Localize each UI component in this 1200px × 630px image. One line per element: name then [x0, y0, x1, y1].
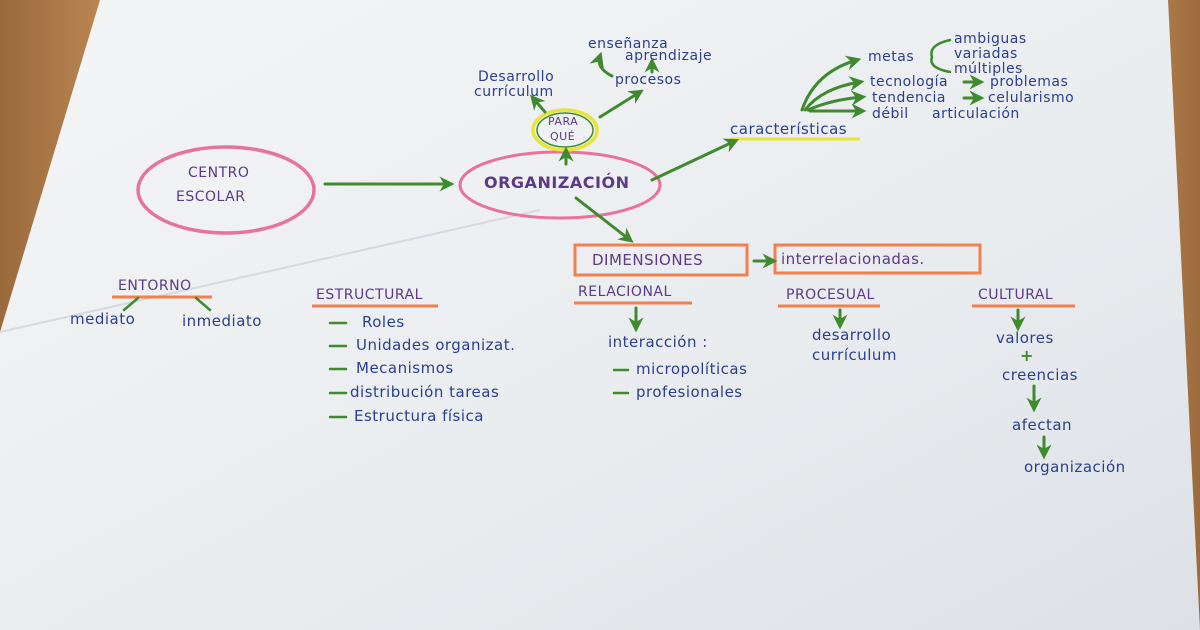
procesual-line1: desarrollo	[812, 326, 892, 344]
estructural-item-1: Roles	[362, 313, 405, 331]
arrow-paraque-to-procesos	[598, 89, 644, 119]
ambiguas-label: ambiguas	[954, 31, 1027, 47]
tecnologia-label: tecnología	[870, 74, 949, 90]
metas-label: metas	[868, 49, 915, 65]
estructural-item-3: Mecanismos	[356, 359, 454, 377]
aprendizaje-label: aprendizaje	[625, 48, 713, 64]
organizacion-label: ORGANIZACIÓN	[484, 173, 630, 192]
estructural-item-2: Unidades organizat.	[356, 336, 516, 354]
paper-fold	[0, 209, 541, 333]
celularismo-label: celularismo	[988, 90, 1075, 106]
cultural-creencias: creencias	[1002, 366, 1078, 384]
entorno-mediato: mediato	[70, 310, 136, 328]
caracteristicas-label: características	[730, 120, 848, 138]
interrelacionadas-label: interrelacionadas.	[781, 250, 925, 268]
estructural-item-5: Estructura física	[354, 407, 484, 425]
ensenanza-label: enseñanza	[588, 36, 669, 52]
centro-escolar-oval	[136, 145, 316, 235]
procesos-label: procesos	[615, 72, 682, 88]
estructural-title: ESTRUCTURAL	[316, 287, 423, 303]
arrow-paraque-to-desarrollo	[530, 94, 547, 114]
procesual-title: PROCESUAL	[786, 287, 875, 303]
multiples-label: múltiples	[954, 61, 1023, 77]
estructural-item-4: distribución tareas	[350, 383, 500, 401]
cultural-afectan: afectan	[1012, 416, 1073, 434]
escolar-label: ESCOLAR	[176, 189, 246, 205]
problemas-label: problemas	[990, 74, 1069, 90]
centro-label: CENTRO	[188, 165, 250, 181]
relacional-lead: interacción :	[608, 333, 708, 351]
arrow-organizacion-to-caracteristicas	[650, 138, 740, 182]
cultural-plus: +	[1020, 346, 1034, 365]
entorno-branch-right	[194, 296, 212, 312]
cultural-valores: valores	[996, 329, 1054, 347]
metas-brace	[930, 38, 952, 74]
relacional-item-2: profesionales	[636, 383, 743, 401]
dimensiones-label: DIMENSIONES	[592, 251, 704, 269]
para-label: PARA	[548, 115, 579, 128]
articulacion-label: articulación	[932, 106, 1020, 122]
variadas-label: variadas	[954, 46, 1018, 62]
arrow-caract-to-tecnologia	[803, 76, 865, 112]
tendencia-label: tendencia	[872, 90, 947, 106]
que-label: QUÉ	[550, 130, 576, 143]
desarrollo-label: Desarrollo	[478, 69, 555, 85]
entorno-title: ENTORNO	[118, 278, 192, 294]
debil-label: débil	[872, 106, 909, 122]
entorno-branch-left	[122, 296, 140, 312]
procesual-line2: currículum	[812, 346, 898, 364]
arrow-organizacion-to-dimensiones	[574, 196, 634, 243]
arrow-caract-to-tendencia	[806, 90, 867, 112]
arrow-procesos-to-ensenanza	[589, 51, 614, 78]
relacional-title: RELACIONAL	[578, 284, 672, 300]
cultural-title: CULTURAL	[978, 287, 1054, 303]
cultural-organizacion: organización	[1024, 458, 1126, 476]
curriculum-label-top: currículum	[474, 84, 554, 100]
relacional-item-1: micropolíticas	[636, 360, 748, 378]
dimensiones-box	[573, 243, 749, 277]
arrow-caract-to-metas	[800, 55, 862, 112]
entorno-inmediato: inmediato	[182, 312, 262, 330]
